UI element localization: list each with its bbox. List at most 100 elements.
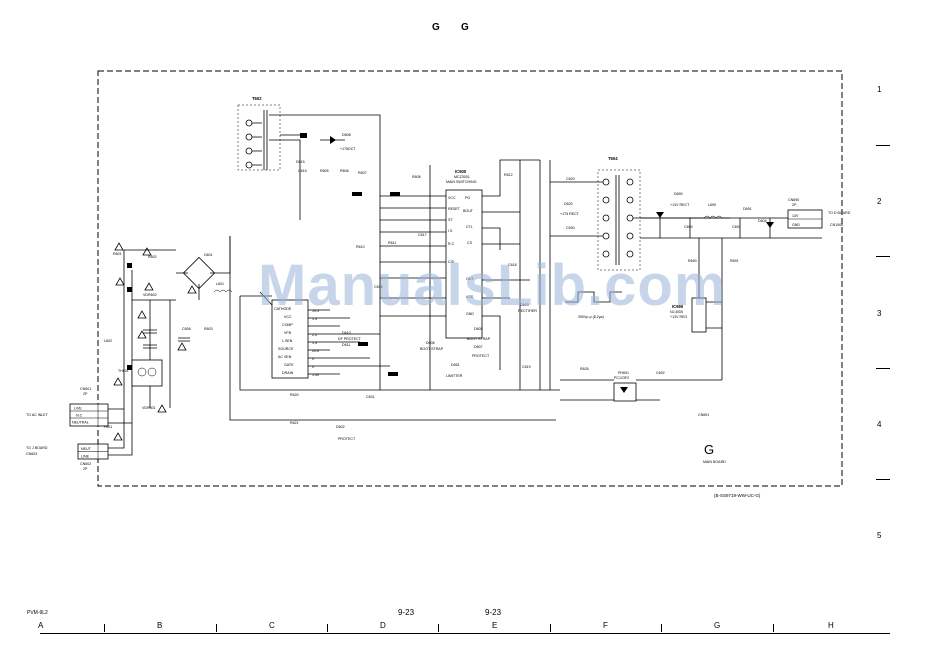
d606-ref: D606 [426, 341, 435, 345]
d608-ref: D608 [342, 133, 351, 137]
driver-pin-acsen: AC SEN [278, 355, 292, 359]
waveform-label: 390Vp-p (8.2μs) [578, 315, 604, 319]
cn602-label-line: LINE [81, 455, 90, 459]
main-ic-ref: IC600 [455, 169, 467, 174]
d606-note: BOOT STRAP [420, 347, 444, 351]
page-number-right: 9-23 [485, 608, 502, 617]
d603-note: RECTIFIER [518, 309, 537, 313]
column-letter-f: F [603, 621, 608, 630]
row-number-5: 5 [877, 531, 882, 540]
c631-ref: C631 [366, 395, 375, 399]
ic690-part: NJ-8I3S [670, 310, 684, 314]
d620-ref: D620 [564, 202, 573, 206]
column-tick [438, 624, 439, 632]
r608-ref: R608 [412, 175, 421, 179]
d651-ref: D651 [451, 363, 460, 367]
l690-ref: L690 [708, 203, 716, 207]
board-letter: G [704, 442, 714, 457]
cn601-label-nc: N.C [76, 414, 83, 418]
column-letter-a: A [38, 621, 44, 630]
c690-ref: C690 [684, 225, 693, 229]
driver-pin-comp: COMP [282, 323, 293, 327]
row-number-4: 4 [877, 420, 882, 429]
main-pin-cd: C/D [448, 260, 455, 264]
board-name: MAIN BOARD [703, 460, 726, 464]
ac-input-section: LIVE N.C NEUTRAL CN601 2P TO AC INLET NE… [26, 236, 233, 471]
j-board-target: CN603 [26, 452, 37, 456]
photo-coupler [613, 382, 637, 402]
c691-ref: C691 [732, 225, 741, 229]
cn690-pin-gnd: GND [792, 223, 800, 227]
main-ic-function: MAIN SWITCHING [446, 180, 477, 184]
output-section: 13V GND CN690 2P TO D BOARD CN1506 D690 … [560, 192, 851, 417]
cn601-label-live: LIVE [74, 407, 82, 411]
model-label: PVM-9L2 [27, 610, 48, 616]
cn601-label-neutral: NEUTRAL [72, 421, 89, 425]
r612-ref: R612 [504, 173, 513, 177]
driver-pin-source: SOURCE [278, 347, 294, 351]
driver-pin-lsen: L.SEN [282, 339, 293, 343]
c630-ref: C630 [566, 226, 575, 230]
cn690-ref: CN690 [788, 198, 799, 202]
r605-ref: R605 [320, 169, 329, 173]
vdr601-ref: VDR601 [142, 406, 156, 410]
column-letter-b: B [157, 621, 163, 630]
ic690-ref: IC690 [672, 304, 684, 309]
l602-ref: L602 [104, 339, 112, 343]
r611-ref: R611 [388, 241, 396, 245]
main-pin-reset: RESET [448, 207, 461, 211]
d691-ref: D691 [743, 207, 752, 211]
main-pin-out: OUT [466, 277, 474, 281]
r602-ref: R602 [148, 255, 157, 259]
r626-ref: R626 [580, 367, 589, 371]
footer-rule [40, 633, 890, 634]
c617-ref: C617 [418, 233, 427, 237]
row-tick [876, 479, 890, 480]
column-tick [327, 624, 328, 632]
main-ic-body [445, 189, 483, 339]
cn601-ref: CN601 [80, 387, 91, 391]
row-tick [876, 145, 890, 146]
driver-ic: CATHODE VCC COMP VFB L.SEN SOURCE AC SEN… [229, 236, 560, 421]
j-board-label: TO J BOARD [26, 446, 48, 450]
driver-ic-body [271, 299, 309, 379]
fuse-ref: F601 [104, 425, 112, 429]
r621-ref: R621 [290, 421, 299, 425]
c620-ref: C620 [566, 177, 575, 181]
d607-note: PROTECT [472, 354, 490, 358]
d611-ref: D611 [342, 343, 350, 347]
ac-inlet-label: TO AC INLET [26, 413, 49, 417]
header-right-label: G [461, 22, 469, 33]
column-tick [773, 624, 774, 632]
watermark: ManualsLib.com [258, 253, 727, 318]
ph601-ref: PH601 [618, 371, 629, 375]
d604-ref: D604 [758, 219, 767, 223]
r603-ref: R603 [204, 327, 213, 331]
driver-value-5: 1.4 [312, 341, 317, 345]
driver-value-7: 0 [312, 365, 314, 369]
vdr602-ref: VDR602 [143, 293, 157, 297]
main-pin-bout: BOUT [463, 209, 474, 213]
column-tick [550, 624, 551, 632]
d607-ref: D607 [474, 345, 483, 349]
d610-note: DF PROTECT [338, 337, 362, 341]
r610-ref: R610 [356, 245, 365, 249]
r601-ref: R601 [113, 252, 122, 256]
main-pin-is: I.S [448, 229, 453, 233]
column-tick [104, 624, 105, 632]
cn602-ref: CN602 [80, 462, 91, 466]
column-letter-g: G [714, 621, 721, 630]
r690-ref: R690 [688, 259, 697, 263]
d608-note: +175DCT [340, 147, 356, 151]
t602-ref: T602 [252, 96, 262, 101]
main-pin-cs: CS [467, 241, 473, 245]
cn690-pins: 2P [792, 203, 797, 207]
main-ic-part: MCZ3001 [454, 175, 470, 179]
d602-ref: D602 [336, 425, 345, 429]
driver-value-4: 20.6 [312, 349, 319, 353]
driver-value-6: 0 [312, 357, 314, 361]
column-tick [216, 624, 217, 632]
transformer-t604: T604 D620 +175 RECT [550, 156, 730, 271]
c692-ref: C692 [656, 371, 665, 375]
main-pin-gnd: GND [466, 312, 474, 316]
